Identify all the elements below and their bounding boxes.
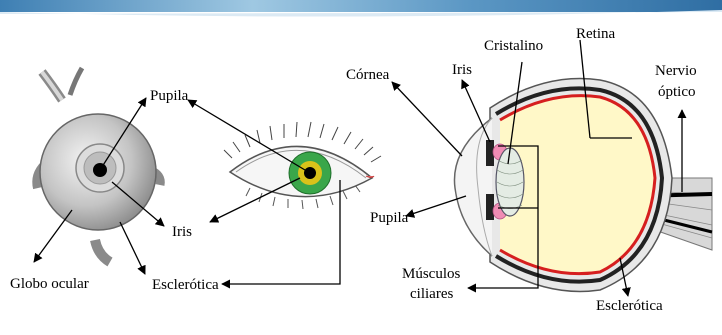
label-iris-right: Iris [452,62,472,78]
label-pupila-left: Pupila [150,88,189,104]
cross-iris-bottom [486,194,494,220]
label-nervio-optico-line1: Nervio [655,63,697,79]
label-pupila-right: Pupila [370,210,409,226]
label-iris-left: Iris [172,224,192,240]
leader-cornea [392,82,462,156]
lens [496,148,524,216]
eyeball-muscle-bottom [95,240,110,262]
label-cornea: Córnea [346,67,390,83]
leader-esclerotica-left-diag [120,222,145,274]
label-retina: Retina [576,26,615,42]
leader-globo-ocular [34,210,72,262]
leader-pupila-right [406,196,466,216]
label-musculos-ciliares-line1: Músculos [402,266,461,282]
label-cristalino: Cristalino [484,38,543,54]
label-musculos-ciliares-line2: ciliares [410,286,453,302]
eyeball-muscle-top [70,68,82,95]
eyeball-nerve-highlight [42,72,62,100]
cornea [454,118,492,256]
label-nervio-optico-line2: óptico [658,84,696,100]
label-esclerotica-right: Esclerótica [596,298,663,314]
eye-cross-section [454,79,712,292]
label-globo-ocular: Globo ocular [10,276,89,292]
header-band [0,0,722,12]
label-esclerotica-left: Esclerótica [152,277,219,293]
